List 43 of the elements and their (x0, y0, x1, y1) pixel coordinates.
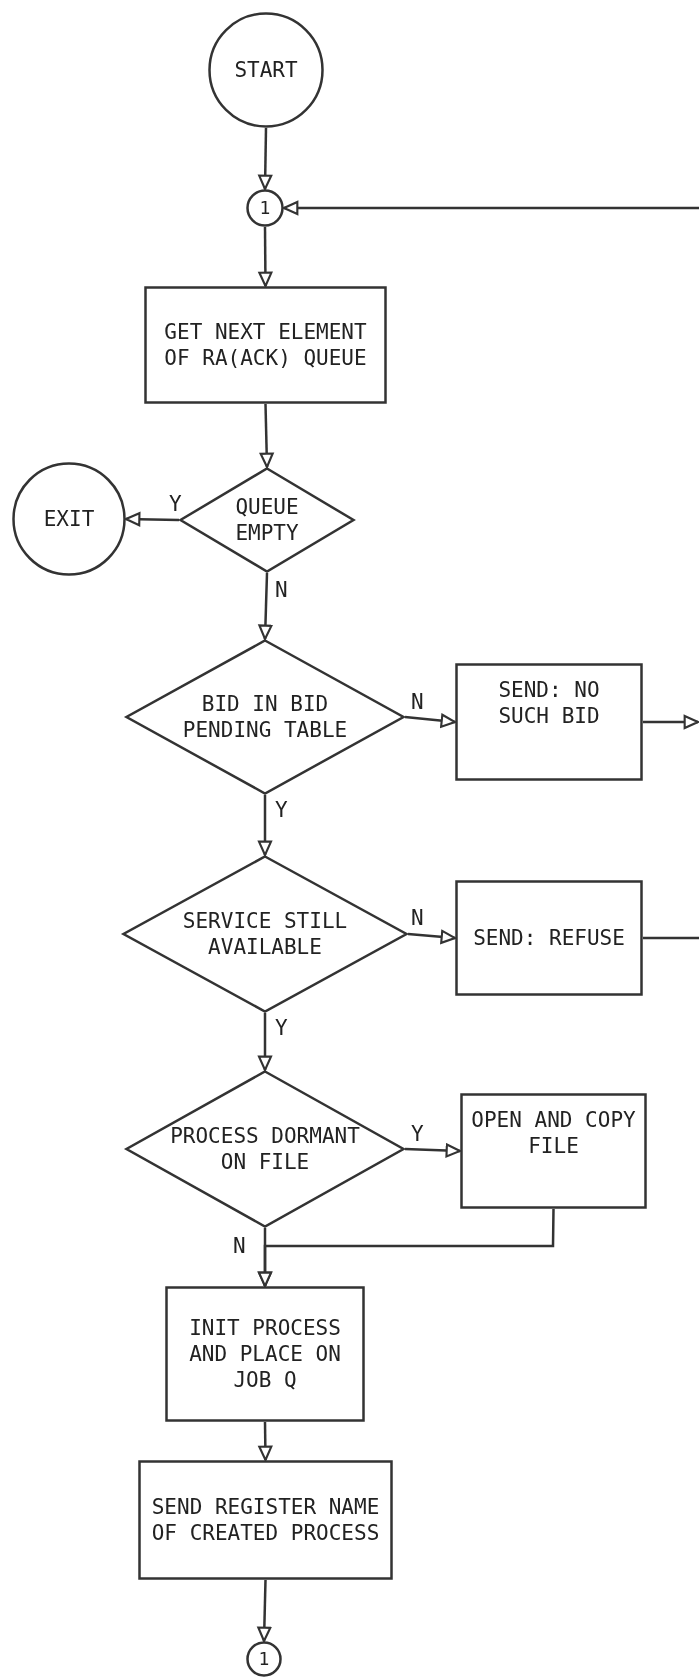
arrow (407, 929, 457, 944)
decision-diamond (125, 1070, 405, 1228)
arrow (404, 1143, 462, 1158)
arrow (258, 1422, 273, 1462)
terminal-circle (12, 462, 126, 576)
node-label: INIT PROCESS AND PLACE ON JOB Q (188, 1314, 342, 1394)
node-label: SEND: REFUSE (472, 924, 626, 952)
arrow (124, 512, 180, 527)
node-label: START (233, 56, 299, 84)
process-box (144, 286, 387, 404)
arrow (257, 1209, 555, 1288)
arrow (257, 1579, 272, 1643)
process-box (455, 663, 643, 781)
connector-number: 1 (258, 196, 272, 220)
node-label: QUEUE EMPTY (234, 493, 300, 547)
process-box (138, 1460, 393, 1580)
node-label: PROCESS DORMANT ON FILE (169, 1122, 361, 1176)
connector-circle (246, 1641, 282, 1677)
decision-diamond (125, 639, 405, 795)
process-box (460, 1093, 647, 1209)
terminal-circle (208, 12, 324, 128)
arrow (258, 227, 273, 288)
process-box (455, 880, 643, 996)
arrow (257, 1013, 273, 1072)
arrow (643, 714, 699, 730)
connector-number: 1 (257, 1647, 271, 1671)
arrow (282, 200, 699, 216)
arrow (404, 713, 457, 728)
node-label: GET NEXT ELEMENT OF RA(ACK) QUEUE (163, 318, 368, 372)
decision-diamond (179, 467, 355, 573)
node-label: EXIT (42, 505, 96, 533)
node-label: OPEN AND COPY FILE (470, 1107, 637, 1160)
arrow (257, 795, 273, 857)
arrow (258, 127, 273, 191)
node-label: BID IN BID PENDING TABLE (181, 690, 349, 744)
arrow (258, 572, 273, 641)
node-label: SEND: NO SUCH BID (497, 677, 601, 730)
process-box (165, 1286, 365, 1422)
arrow (259, 403, 274, 469)
decision-diamond (122, 855, 408, 1013)
node-label: SERVICE STILL AVAILABLE (181, 907, 349, 961)
connector-circle (246, 189, 284, 227)
node-label: SEND REGISTER NAME OF CREATED PROCESS (150, 1493, 381, 1547)
